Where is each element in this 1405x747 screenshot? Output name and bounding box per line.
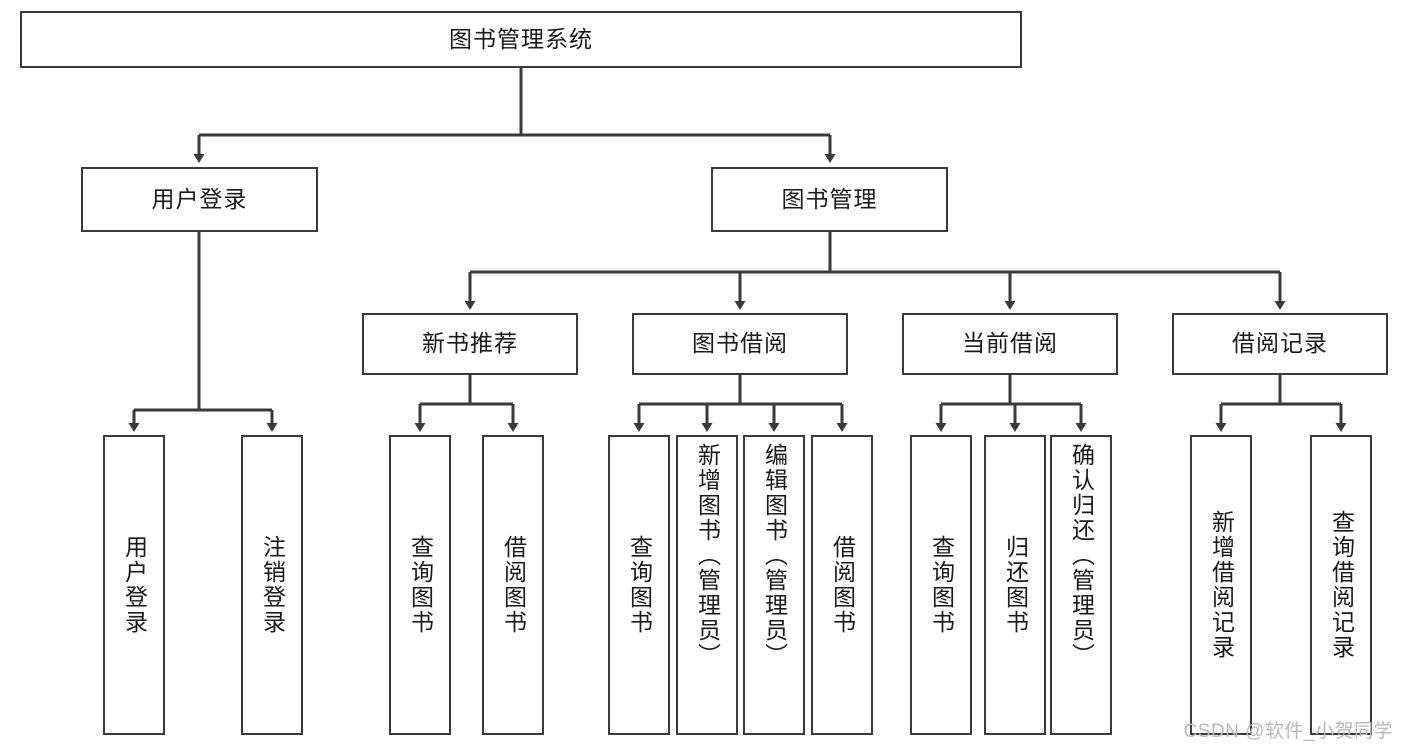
node-label: 新增图书（管理员） bbox=[694, 443, 721, 668]
node-leaf-query-borrow-record[interactable]: 查询借阅记录 bbox=[1310, 435, 1372, 735]
node-label: 查询图书 bbox=[626, 535, 653, 635]
node-leaf-logout[interactable]: 注销登录 bbox=[241, 435, 303, 735]
watermark-text: CSDN @软件_小贺同学 bbox=[1183, 721, 1393, 742]
node-label: 图书借阅 bbox=[692, 330, 788, 357]
node-label: 当前借阅 bbox=[962, 330, 1058, 357]
node-book-management-system[interactable]: 图书管理系统 bbox=[20, 11, 1022, 68]
node-label: 新增借阅记录 bbox=[1208, 510, 1235, 660]
node-label: 查询图书 bbox=[407, 535, 434, 635]
node-label: 借阅图书 bbox=[500, 535, 527, 635]
node-label: 编辑图书（管理员） bbox=[761, 443, 788, 668]
node-new-book-recommendation[interactable]: 新书推荐 bbox=[362, 313, 578, 375]
node-leaf-borrow-book-newbook[interactable]: 借阅图书 bbox=[482, 435, 544, 735]
node-leaf-add-borrow-record[interactable]: 新增借阅记录 bbox=[1190, 435, 1252, 735]
node-label: 图书管理 bbox=[781, 185, 878, 212]
node-label: 新书推荐 bbox=[422, 330, 518, 357]
node-label: 注销登录 bbox=[259, 535, 286, 635]
node-leaf-return-book[interactable]: 归还图书 bbox=[984, 435, 1046, 735]
node-label: 借阅记录 bbox=[1232, 330, 1328, 357]
node-label: 归还图书 bbox=[1002, 535, 1029, 635]
node-label: 确认归还（管理员） bbox=[1068, 443, 1095, 668]
node-leaf-query-book-newbook[interactable]: 查询图书 bbox=[389, 435, 451, 735]
node-label: 用户登录 bbox=[151, 185, 248, 212]
node-current-borrowing[interactable]: 当前借阅 bbox=[902, 313, 1118, 375]
node-label: 查询图书 bbox=[928, 535, 955, 635]
node-leaf-edit-book-admin[interactable]: 编辑图书（管理员） bbox=[743, 435, 805, 735]
node-leaf-query-book-current[interactable]: 查询图书 bbox=[910, 435, 972, 735]
node-leaf-confirm-return-admin[interactable]: 确认归还（管理员） bbox=[1050, 435, 1112, 735]
node-label: 用户登录 bbox=[121, 535, 148, 635]
node-leaf-add-book-admin[interactable]: 新增图书（管理员） bbox=[676, 435, 738, 735]
node-leaf-query-book-borrow[interactable]: 查询图书 bbox=[608, 435, 670, 735]
node-book-borrowing[interactable]: 图书借阅 bbox=[632, 313, 848, 375]
node-book-management[interactable]: 图书管理 bbox=[711, 167, 948, 232]
node-user-login[interactable]: 用户登录 bbox=[81, 167, 318, 232]
node-leaf-user-login[interactable]: 用户登录 bbox=[103, 435, 165, 735]
node-label: 借阅图书 bbox=[829, 535, 856, 635]
node-label: 查询借阅记录 bbox=[1328, 510, 1355, 660]
node-leaf-borrow-book[interactable]: 借阅图书 bbox=[811, 435, 873, 735]
node-label: 图书管理系统 bbox=[449, 25, 593, 52]
node-borrow-records[interactable]: 借阅记录 bbox=[1172, 313, 1388, 375]
